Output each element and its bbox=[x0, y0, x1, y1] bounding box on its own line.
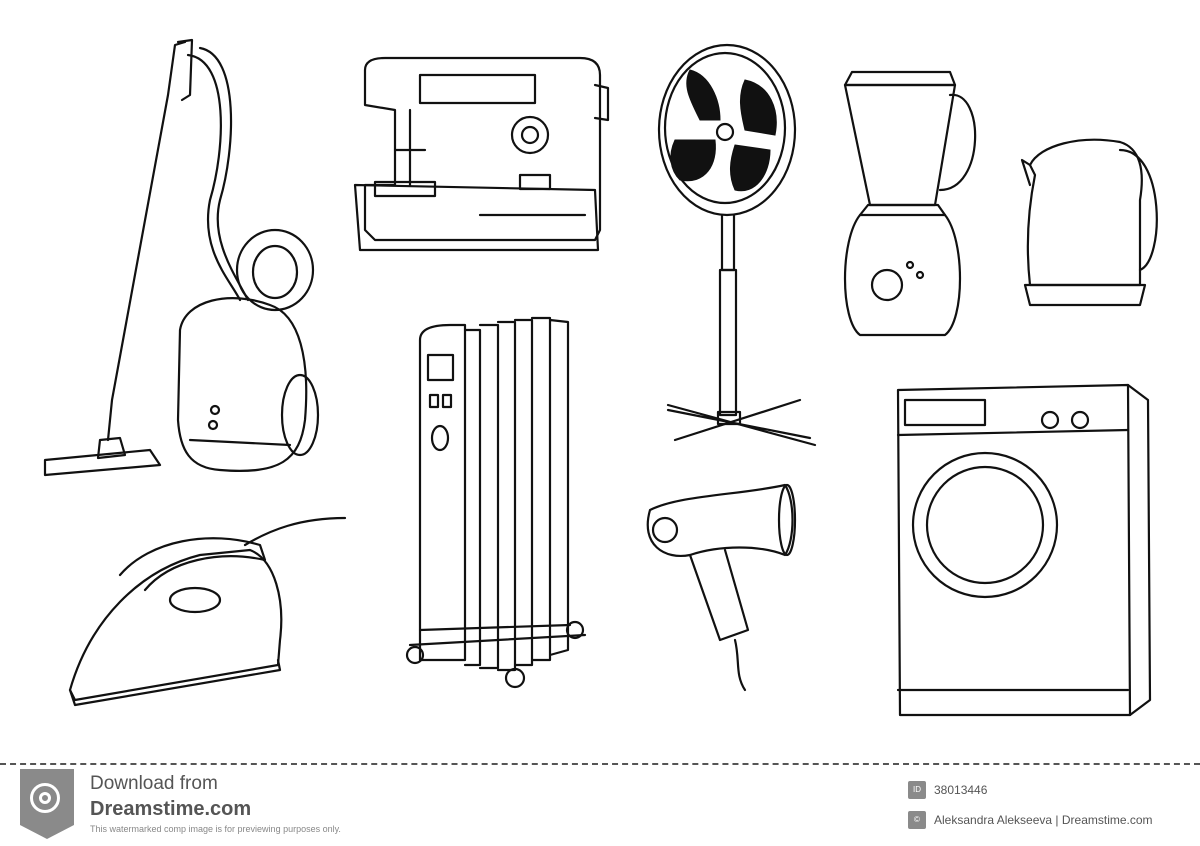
standing-fan bbox=[657, 43, 817, 447]
dreamstime-logo-icon bbox=[20, 769, 74, 839]
id-icon: ID bbox=[908, 781, 926, 799]
download-from-text: Download from bbox=[90, 773, 218, 794]
watermark-footer: Download from Dreamstime.com This waterm… bbox=[0, 763, 1200, 846]
dreamstime-link[interactable]: Dreamstime.com bbox=[90, 798, 252, 820]
vacuum-cleaner bbox=[43, 38, 320, 477]
image-id: 38013446 bbox=[934, 783, 988, 797]
sewing-machine bbox=[353, 56, 610, 252]
watermark-note: This watermarked comp image is for previ… bbox=[90, 824, 341, 834]
oil-radiator bbox=[405, 316, 587, 689]
washing-machine bbox=[896, 383, 1152, 717]
hair-dryer bbox=[646, 483, 797, 692]
steam-iron bbox=[68, 516, 347, 707]
blender bbox=[843, 70, 977, 337]
author-credit: Aleksandra Alekseeva | Dreamstime.com bbox=[934, 813, 1153, 827]
author-icon: © bbox=[908, 811, 926, 829]
electric-kettle bbox=[1020, 138, 1158, 307]
